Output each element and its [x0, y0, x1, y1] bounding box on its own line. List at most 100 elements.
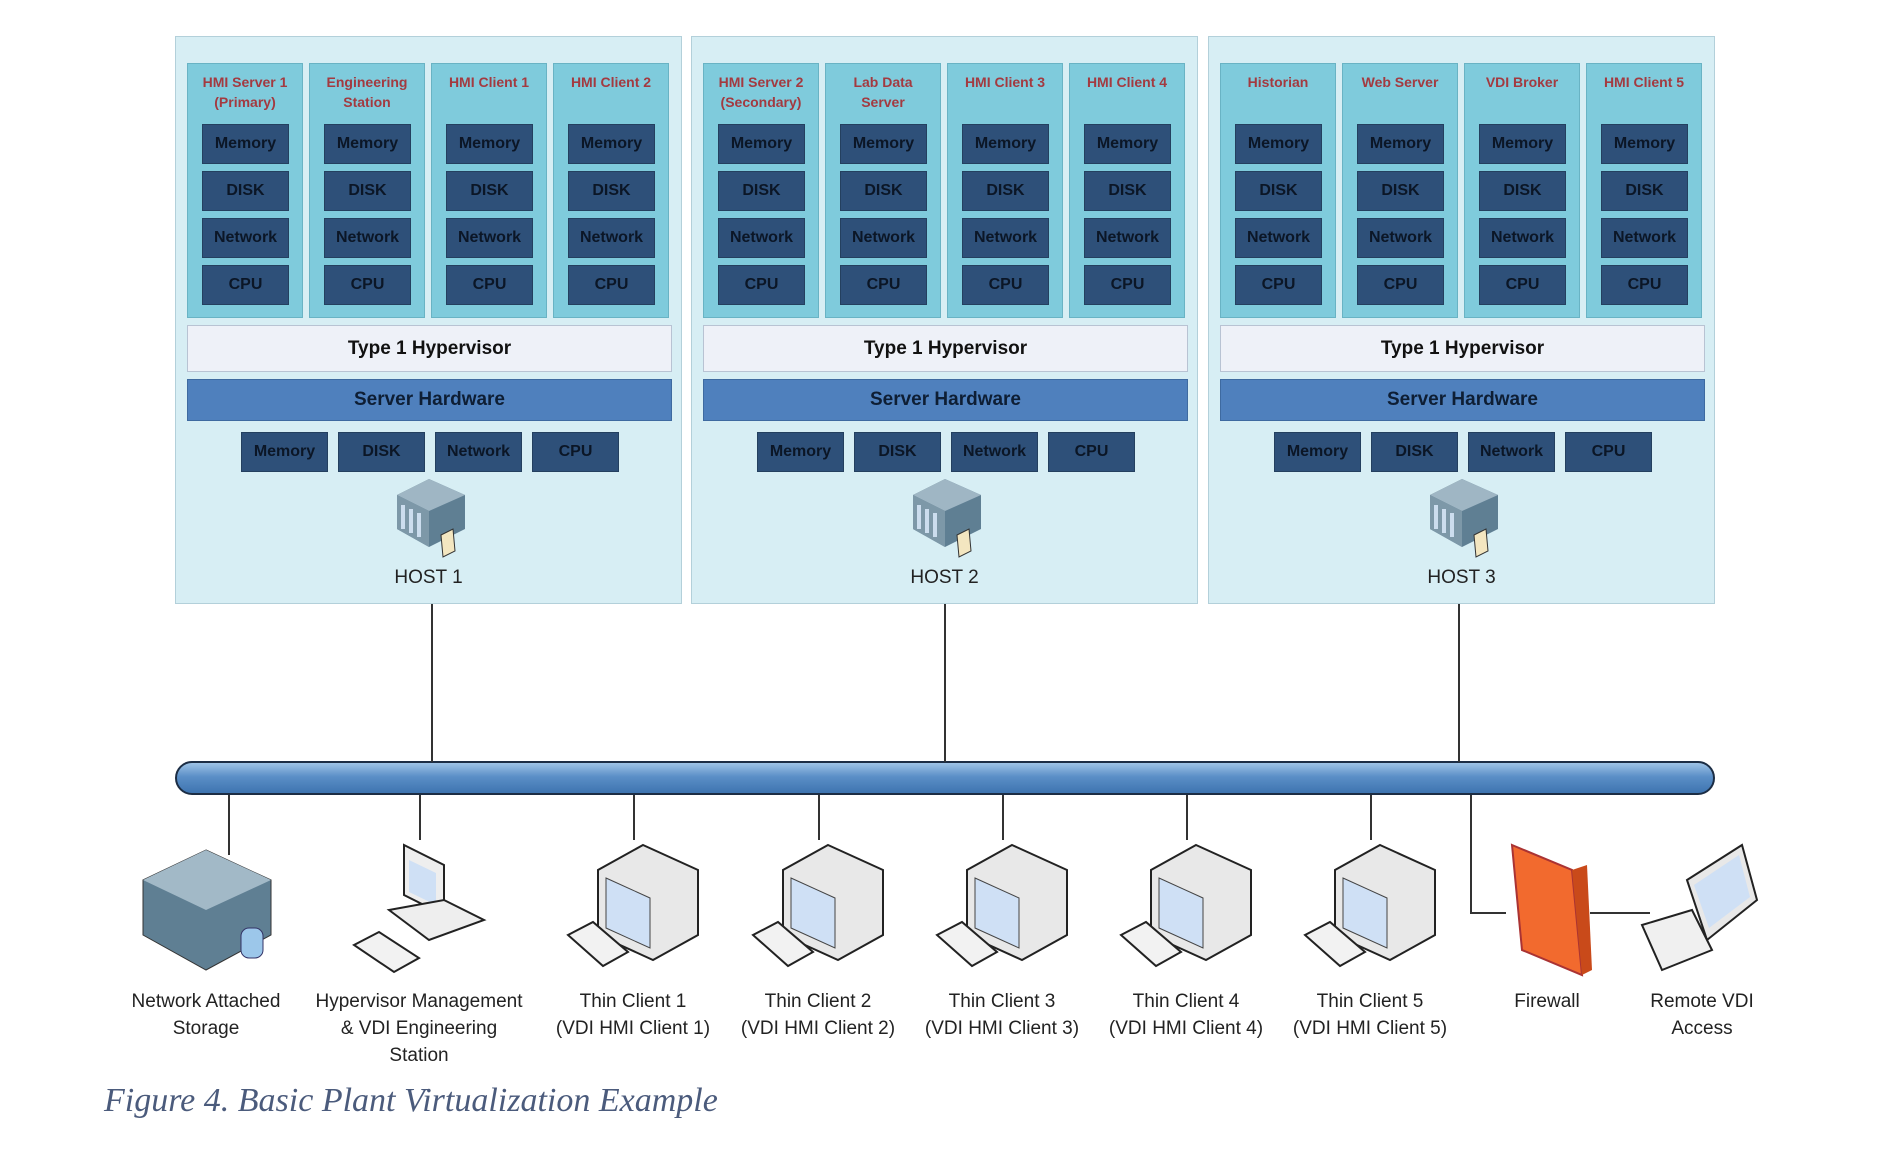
vm-resource-network: Network: [324, 218, 411, 258]
server-hardware-layer: Server Hardware: [1220, 379, 1705, 421]
vm-resource-cpu: CPU: [718, 265, 805, 305]
vm-resource-disk: DISK: [446, 171, 533, 211]
server-icon: [389, 477, 469, 564]
vm-resource-memory: Memory: [202, 124, 289, 164]
host-connector: [431, 604, 433, 762]
host-resource-network: Network: [435, 432, 522, 472]
host-resource-network: Network: [951, 432, 1038, 472]
hypervisor-layer: Type 1 Hypervisor: [187, 325, 672, 372]
device-label: Thin Client 2 (VDI HMI Client 2): [740, 991, 896, 1039]
vm-title: HMI Client 1: [448, 74, 530, 90]
host-connector: [1458, 604, 1460, 762]
device-connector: [633, 795, 635, 840]
server-icon: [1422, 477, 1502, 564]
device-connector: [1186, 795, 1188, 840]
vm-resource-cpu: CPU: [840, 265, 927, 305]
thin-client-icon: [927, 840, 1077, 985]
device-label: Thin Client 3 (VDI HMI Client 3): [924, 991, 1080, 1039]
host-resource-network: Network: [1468, 432, 1555, 472]
vm-resource-memory: Memory: [446, 124, 533, 164]
device-label: Firewall: [1514, 991, 1580, 1012]
vm-resource-cpu: CPU: [1235, 265, 1322, 305]
vm-resource-network: Network: [1479, 218, 1566, 258]
vm-title: HMI Client 3: [964, 74, 1046, 90]
host-resource-disk: DISK: [1371, 432, 1458, 472]
firewall-connector: [1470, 795, 1472, 913]
thin-client-icon: [558, 840, 708, 985]
host-resource-disk: DISK: [338, 432, 425, 472]
firewall-connector: [1470, 912, 1506, 914]
server-hardware-layer: Server Hardware: [703, 379, 1188, 421]
vm-resource-cpu: CPU: [568, 265, 655, 305]
vm-resource-network: Network: [718, 218, 805, 258]
hypervisor-layer: Type 1 Hypervisor: [703, 325, 1188, 372]
vm-resource-cpu: CPU: [202, 265, 289, 305]
vm-resource-disk: DISK: [1235, 171, 1322, 211]
thin-client-icon: [1295, 840, 1445, 985]
device-label: Remote VDI Access: [1650, 991, 1754, 1039]
vm-resource-disk: DISK: [1357, 171, 1444, 211]
vm-title: HMI Server 2 (Secondary): [718, 74, 804, 110]
firewall-icon: [1497, 840, 1597, 985]
vm-resource-network: Network: [1601, 218, 1688, 258]
vm-resource-memory: Memory: [1357, 124, 1444, 164]
vm-resource-memory: Memory: [1479, 124, 1566, 164]
figure-caption: Figure 4. Basic Plant Virtualization Exa…: [104, 1082, 718, 1119]
vm-title: HMI Server 1 (Primary): [202, 74, 288, 110]
laptop-icon: [1632, 840, 1772, 985]
vm-resource-cpu: CPU: [446, 265, 533, 305]
thin-client-icon: [1111, 840, 1261, 985]
device-label: Hypervisor Management & VDI Engineering …: [315, 991, 523, 1066]
vm-resource-cpu: CPU: [1601, 265, 1688, 305]
host-label: HOST 3: [1427, 567, 1496, 588]
vm-title: HMI Client 4: [1086, 74, 1168, 90]
vm-resource-memory: Memory: [718, 124, 805, 164]
device-label: Thin Client 4 (VDI HMI Client 4): [1108, 991, 1264, 1039]
host-resource-disk: DISK: [854, 432, 941, 472]
vm-resource-memory: Memory: [840, 124, 927, 164]
vm-resource-disk: DISK: [1479, 171, 1566, 211]
vm-resource-disk: DISK: [202, 171, 289, 211]
vm-title: Engineering Station: [326, 74, 408, 110]
host-resource-memory: Memory: [1274, 432, 1361, 472]
vm-resource-network: Network: [446, 218, 533, 258]
device-connector: [1370, 795, 1372, 840]
vm-title: HMI Client 5: [1603, 74, 1685, 90]
thin-client-icon: [743, 840, 893, 985]
server-icon: [905, 477, 985, 564]
device-label: Thin Client 1 (VDI HMI Client 1): [555, 991, 711, 1039]
device-connector: [228, 795, 230, 855]
vm-title: Historian: [1247, 74, 1309, 90]
vm-resource-cpu: CPU: [324, 265, 411, 305]
vm-resource-memory: Memory: [1601, 124, 1688, 164]
host-resource-memory: Memory: [757, 432, 844, 472]
vm-resource-disk: DISK: [324, 171, 411, 211]
vm-resource-memory: Memory: [1235, 124, 1322, 164]
host-label: HOST 1: [394, 567, 463, 588]
vm-resource-memory: Memory: [1084, 124, 1171, 164]
device-label: Thin Client 5 (VDI HMI Client 5): [1292, 991, 1448, 1039]
vm-resource-cpu: CPU: [1084, 265, 1171, 305]
vm-resource-network: Network: [568, 218, 655, 258]
vm-resource-network: Network: [1235, 218, 1322, 258]
vm-resource-cpu: CPU: [1357, 265, 1444, 305]
vm-resource-memory: Memory: [324, 124, 411, 164]
vm-resource-cpu: CPU: [1479, 265, 1566, 305]
vm-resource-memory: Memory: [568, 124, 655, 164]
vm-resource-network: Network: [840, 218, 927, 258]
